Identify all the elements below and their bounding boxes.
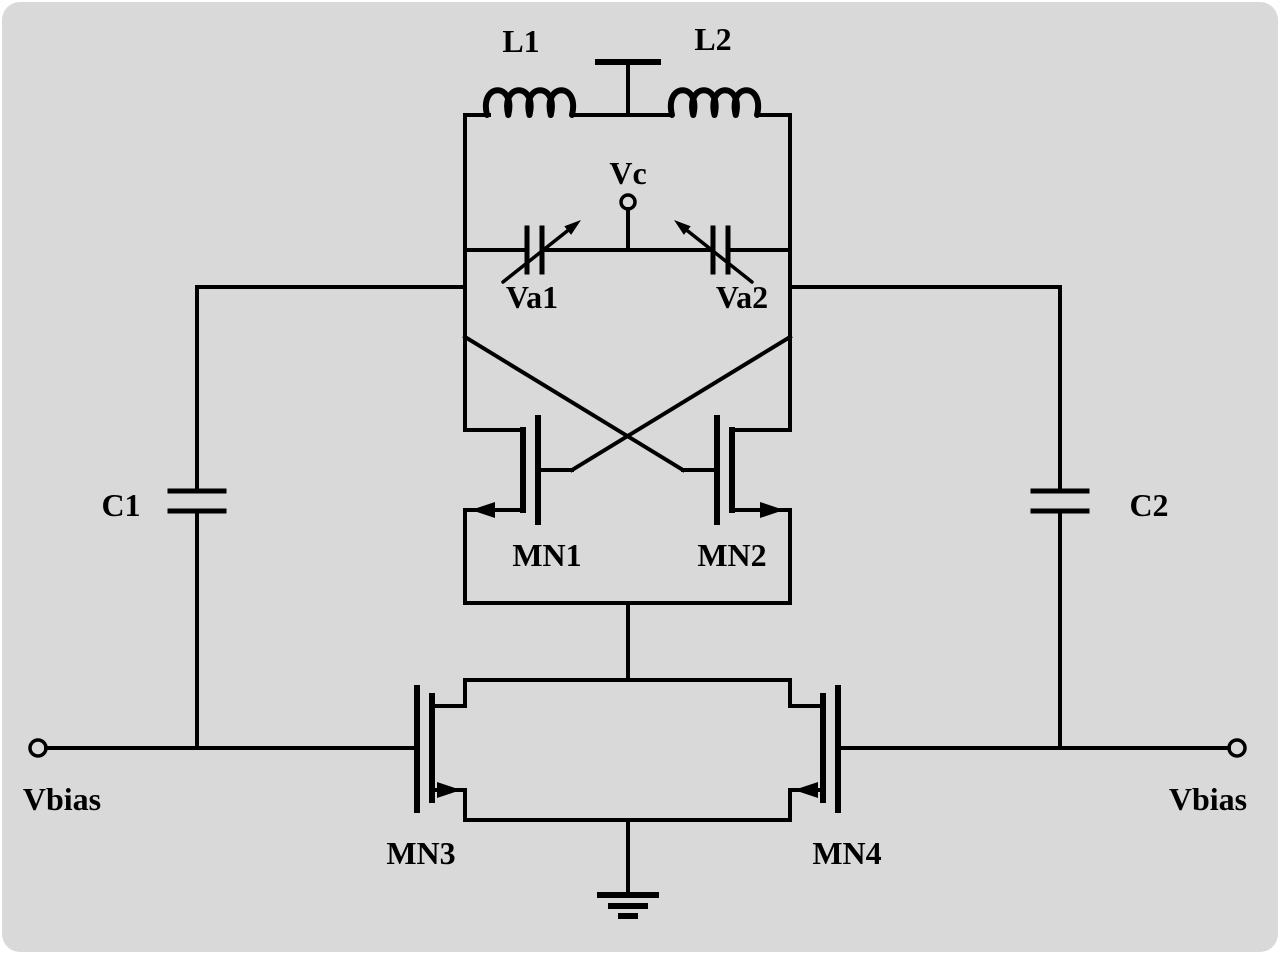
label-mn2: MN2 [697,537,766,573]
transistor-mn1 [463,415,574,605]
mn3-source-arrow-icon [437,782,461,798]
label-va2: Va2 [716,279,768,315]
ground-symbol [597,818,659,919]
label-vbias-right: Vbias [1169,781,1247,817]
varactor-va1-arrowhead-icon [564,220,581,235]
varactor-va2-arrowhead-icon [674,220,691,235]
vbias-left-terminal [28,738,419,758]
tank-top-rail [463,87,792,118]
capacitor-c1 [167,285,227,750]
mn4-source-arrow-icon [794,782,818,798]
label-c2: C2 [1129,487,1168,523]
inductor-l2-coil [667,87,762,118]
supply-symbol [595,59,661,117]
transistor-mn2 [681,415,792,605]
mn2-source-arrow-icon [760,502,784,518]
label-mn1: MN1 [512,537,581,573]
label-l2: L2 [694,21,731,57]
inductor-l1-coil [482,87,577,118]
cross-couple-wire-right-to-mn1 [569,334,793,473]
label-vc: Vc [609,155,646,191]
cross-couple-wire-left-to-mn2 [462,334,686,473]
vc-node [619,193,637,252]
label-mn4: MN4 [812,835,881,871]
label-mn3: MN3 [386,835,455,871]
label-va1: Va1 [506,279,558,315]
mn1-source-arrow-icon [471,502,495,518]
label-c1: C1 [101,487,140,523]
varactor-row [463,220,792,284]
label-vbias-left: Vbias [23,781,101,817]
vbias-right-terminal [836,738,1247,758]
capacitor-c2 [1030,285,1090,750]
varactor-va1-arrow [501,228,570,284]
varactor-va2-arrow [685,228,754,284]
label-l1: L1 [502,23,539,59]
